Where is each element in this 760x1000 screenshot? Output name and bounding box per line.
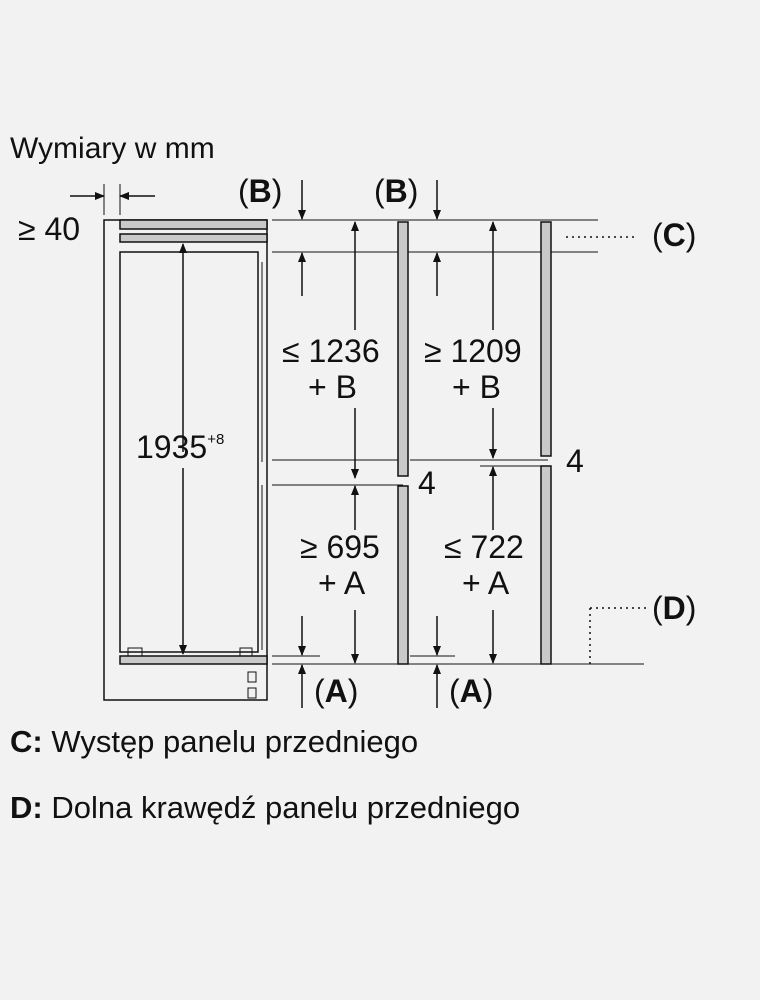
legend-text-c: Występ panelu przedniego bbox=[51, 724, 419, 759]
door-panel-right-lower bbox=[540, 465, 552, 665]
min-gap-label: ≥ 40 bbox=[18, 211, 80, 247]
bottom-rail bbox=[119, 655, 268, 665]
door-panel-left-lower bbox=[397, 485, 409, 665]
height-value: 1935 bbox=[136, 429, 207, 465]
top-rail bbox=[119, 233, 268, 243]
height-tolerance: +8 bbox=[207, 431, 224, 448]
upper-right-plus: + B bbox=[452, 369, 501, 405]
legend-row-c: C: Występ panelu przedniego bbox=[10, 720, 520, 786]
legend: C: Występ panelu przedniego D: Dolna kra… bbox=[10, 720, 520, 852]
gap-left-label: 4 bbox=[418, 465, 436, 501]
lower-left-plus: + A bbox=[318, 565, 366, 601]
door-panel-left-upper bbox=[397, 221, 409, 477]
legend-row-d: D: Dolna krawędź panelu przedniego bbox=[10, 786, 520, 852]
diagram-title: Wymiary w mm bbox=[10, 132, 215, 165]
b-right-label: (B) bbox=[374, 173, 418, 209]
d-label: (D) bbox=[652, 590, 696, 626]
upper-left-dim: ≤ 1236 bbox=[282, 333, 380, 369]
lower-left-dim: ≥ 695 bbox=[300, 529, 380, 565]
legend-text-d: Dolna krawędź panelu przedniego bbox=[51, 790, 521, 825]
top-panel bbox=[119, 219, 268, 230]
legend-key-c: C: bbox=[10, 724, 43, 759]
appliance-body bbox=[119, 251, 259, 653]
cabinet-niche bbox=[103, 219, 268, 701]
lower-right-dim: ≤ 722 bbox=[444, 529, 524, 565]
height-main-label: 1935+8 bbox=[136, 429, 224, 465]
a-right-label: (A) bbox=[449, 673, 493, 709]
c-label: (C) bbox=[652, 217, 696, 253]
a-left-label: (A) bbox=[314, 673, 358, 709]
door-panel-right-upper bbox=[540, 221, 552, 457]
upper-right-dim: ≥ 1209 bbox=[424, 333, 522, 369]
b-left-label: (B) bbox=[238, 173, 282, 209]
lower-right-plus: + A bbox=[462, 565, 510, 601]
upper-left-plus: + B bbox=[308, 369, 357, 405]
legend-key-d: D: bbox=[10, 790, 43, 825]
gap-right-label: 4 bbox=[566, 443, 584, 479]
